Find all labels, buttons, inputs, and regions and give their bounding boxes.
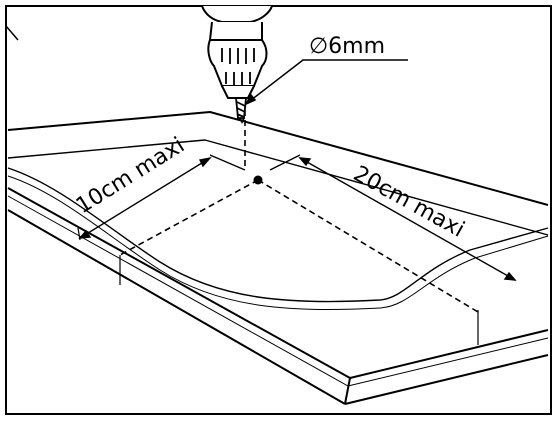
- tray-corner: [344, 377, 351, 405]
- dim-short-arrow-top: [198, 156, 212, 168]
- basin-curve-inner: [7, 175, 549, 311]
- corner-mark: [5, 25, 19, 41]
- basin-curve: [7, 167, 549, 303]
- dim-long-line: [299, 157, 516, 281]
- long-distance-label: 20cm maxi: [349, 161, 468, 242]
- dashed-guide-right: [257, 179, 479, 313]
- dim-long-ext-top: [269, 154, 301, 171]
- dim-short-arrow-bottom: [78, 229, 92, 239]
- drill-bit-icon: [235, 97, 247, 125]
- diameter-leader: [244, 59, 408, 106]
- tray-inner-rim: [7, 139, 549, 236]
- drill-collar: [208, 21, 263, 41]
- dim-long-arrow-top: [298, 157, 312, 167]
- drilling-guides: [119, 110, 479, 313]
- tray-front-bottom: [7, 209, 346, 405]
- dim-long-arrow-bottom: [503, 271, 517, 281]
- drill-body-top: [201, 5, 273, 23]
- dim-short-ext-top: [209, 154, 246, 171]
- tray-side-bottom: [344, 354, 549, 405]
- dimension-lines: [78, 154, 517, 281]
- dim-short-line: [79, 157, 211, 239]
- dashed-guide-left: [119, 179, 259, 256]
- shower-tray: [7, 111, 549, 405]
- tray-front-face-line: [7, 195, 549, 387]
- tray-back-edge: [7, 111, 549, 206]
- drill-icon: [201, 5, 273, 99]
- diameter-label: ∅6mm: [309, 34, 385, 59]
- hole-marker-icon: [253, 175, 263, 185]
- drill-nose: [221, 85, 255, 99]
- diagram-frame: [5, 5, 552, 415]
